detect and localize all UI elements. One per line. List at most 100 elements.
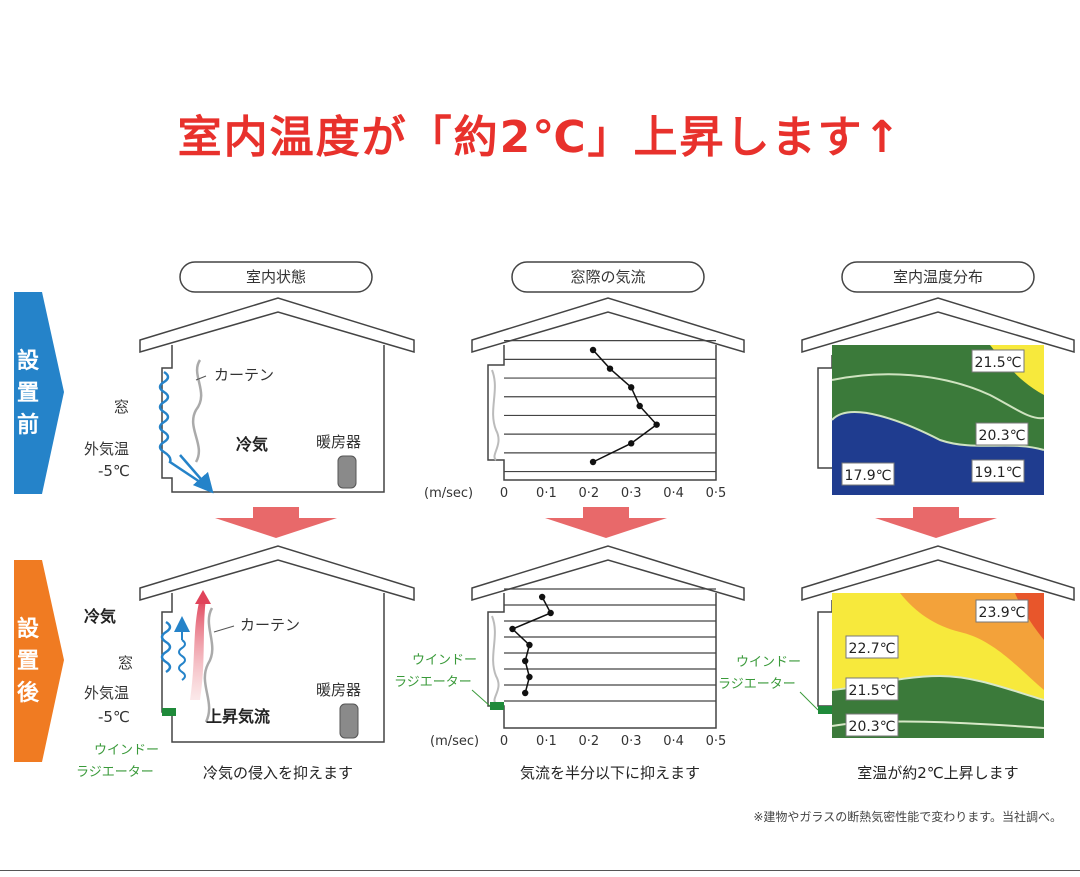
airflow-point	[606, 365, 614, 372]
house-airflow-before	[471, 297, 745, 481]
axis-tick-label: 0·3	[621, 486, 642, 501]
temp-label-before-3: 17.9℃	[841, 462, 895, 486]
house-indoor-before	[139, 297, 415, 494]
axis-unit-after: (m/sec)	[430, 734, 479, 749]
temp-label-after-3-text: 21.5℃	[849, 683, 896, 699]
airflow-point	[628, 384, 635, 391]
label-radiator-1-a: ウインドー	[94, 743, 159, 758]
label-radiator-2-b: ラジエーター	[394, 675, 472, 690]
row-tab-before: 設 置 前	[14, 292, 64, 494]
caption-indoor: 冷気の侵入を抑えます	[203, 764, 353, 782]
temp-label-before-2-text: 20.3℃	[979, 428, 1026, 444]
label-cold-air-after: 冷気	[84, 607, 116, 626]
axis-tick-label: 0·5	[706, 486, 727, 501]
heater-icon	[337, 455, 357, 489]
panel-header-airflow: 窓際の気流	[511, 261, 705, 293]
airflow-point	[653, 421, 660, 428]
panel-header-temp: 室内温度分布	[841, 261, 1035, 293]
axis-tick-label: 0·4	[663, 486, 684, 501]
house-airflow-after	[471, 545, 745, 729]
label-rising-air: 上昇気流	[206, 707, 270, 726]
bottom-rule	[0, 870, 1080, 871]
airflow-point	[589, 346, 597, 354]
caption-airflow: 気流を半分以下に抑えます	[520, 764, 700, 782]
label-outside-temp-before: 外気温	[84, 440, 129, 458]
airflow-line	[592, 349, 658, 463]
down-arrow-2	[545, 507, 667, 538]
airflow-gridlines-before	[504, 340, 716, 473]
label-curtain-before: カーテン	[214, 366, 274, 384]
airflow-point	[589, 458, 597, 466]
house-indoor-after	[139, 545, 415, 743]
airflow-gridlines-after	[504, 588, 716, 702]
temp-label-after-2: 22.7℃	[845, 635, 899, 659]
panel-header-airflow-text: 窓際の気流	[570, 268, 645, 286]
airflow-point	[628, 440, 635, 447]
temp-label-before-1: 21.5℃	[971, 349, 1025, 373]
axis-tick-label: 0	[500, 486, 508, 501]
label-outside-value-after: -5℃	[98, 708, 130, 726]
axis-tick-label: 0·4	[663, 734, 684, 749]
airflow-point	[526, 673, 533, 681]
airflow-point	[538, 593, 546, 601]
row-tab-before-char-3: 前	[17, 412, 39, 438]
row-tab-after-char-2: 置	[17, 649, 39, 674]
label-cold-air-before: 冷気	[236, 435, 268, 454]
footnote: ※建物やガラスの断熱気密性能で変わります。当社調べ。	[753, 810, 1062, 824]
down-arrow-1	[215, 507, 337, 538]
row-tab-before-char-2: 置	[17, 381, 39, 406]
axis-ticks-before: 0 0·1 0·2 0·3 0·4 0·5	[500, 486, 726, 501]
temp-label-after-1-text: 23.9℃	[979, 605, 1026, 621]
window-radiator-icon-airflow	[490, 702, 504, 710]
row-tab-after-char-3: 後	[17, 680, 40, 706]
axis-unit-before: (m/sec)	[424, 486, 473, 501]
airflow-point	[547, 609, 554, 617]
cold-air-arrow	[179, 454, 214, 494]
temp-label-before-2: 20.3℃	[975, 422, 1029, 446]
label-outside-value-before: -5℃	[98, 462, 130, 480]
cold-air-wave-after	[160, 620, 172, 674]
panel-header-indoor-text: 室内状態	[246, 268, 306, 286]
row-tab-after: 設 置 後	[14, 560, 64, 762]
temp-label-after-2-text: 22.7℃	[849, 641, 896, 657]
label-curtain-after: カーテン	[240, 616, 300, 634]
row-tab-after-char-1: 設	[17, 616, 40, 642]
caption-temp: 室温が約2℃上昇します	[857, 764, 1018, 782]
label-heater-after: 暖房器	[316, 681, 361, 699]
temp-label-after-4-text: 20.3℃	[849, 719, 896, 735]
label-heater-before: 暖房器	[316, 433, 361, 451]
airflow-point	[509, 625, 516, 633]
panel-header-temp-text: 室内温度分布	[893, 268, 983, 286]
axis-tick-label: 0·2	[578, 486, 599, 501]
airflow-point	[522, 657, 529, 665]
label-window-before: 窓	[114, 398, 129, 416]
axis-tick-label: 0·3	[621, 734, 642, 749]
curtain-shape-after	[203, 607, 214, 723]
label-radiator-2-c: ラジエーター	[718, 677, 796, 692]
down-arrow-3	[875, 507, 997, 538]
label-radiator-1-b: ウインドー	[412, 653, 477, 668]
panel-header-indoor: 室内状態	[179, 261, 373, 293]
row-tab-before-char-1: 設	[17, 348, 40, 374]
temp-label-after-1: 23.9℃	[975, 599, 1029, 623]
house-temp-after	[801, 545, 1075, 738]
temp-label-after-3: 21.5℃	[845, 677, 899, 701]
label-radiator-2-a: ラジエーター	[76, 765, 154, 780]
axis-tick-label: 0·5	[706, 734, 727, 749]
heater-icon-after	[339, 703, 359, 739]
airflow-chart-before	[589, 346, 660, 466]
window-radiator-icon-temp	[818, 706, 832, 714]
axis-tick-label: 0·1	[536, 734, 557, 749]
rising-air-arrow	[190, 598, 206, 700]
temp-label-before-3-text: 17.9℃	[845, 468, 892, 484]
airflow-point	[526, 641, 533, 649]
airflow-point	[522, 689, 529, 697]
temp-label-before-1-text: 21.5℃	[975, 355, 1022, 371]
label-outside-temp-after: 外気温	[84, 684, 129, 702]
axis-tick-label: 0·1	[536, 486, 557, 501]
cold-air-wave	[158, 370, 207, 488]
temp-label-before-4: 19.1℃	[971, 459, 1025, 483]
airflow-chart-after	[509, 593, 554, 697]
